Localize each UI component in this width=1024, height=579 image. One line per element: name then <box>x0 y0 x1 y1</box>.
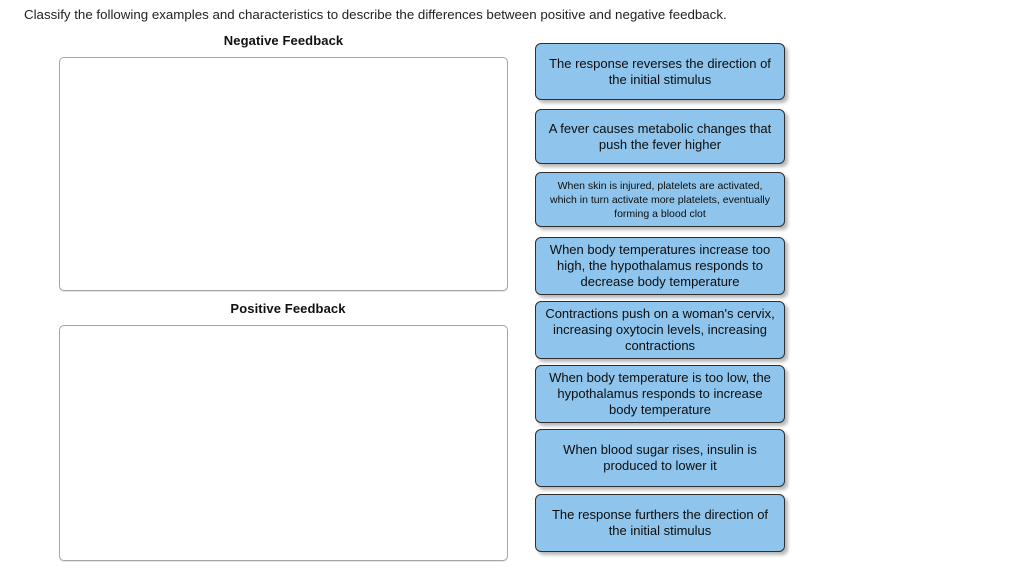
tile-label: When skin is injured, platelets are acti… <box>549 179 771 220</box>
draggable-tile[interactable]: When skin is injured, platelets are acti… <box>535 172 785 227</box>
dropzone-positive-feedback[interactable] <box>59 325 508 561</box>
tile-label: The response furthers the direction of t… <box>551 507 769 538</box>
draggable-tile[interactable]: When body temperature is too low, the hy… <box>535 365 785 423</box>
tile-label: The response reverses the direction of t… <box>549 55 771 87</box>
tile-label: When blood sugar rises, insulin is produ… <box>563 442 757 473</box>
dropzone-negative-feedback[interactable] <box>59 57 508 291</box>
draggable-tile[interactable]: A fever causes metabolic changes that pu… <box>535 109 785 164</box>
category-negative-feedback: Negative Feedback <box>59 33 508 291</box>
tile-label: Contractions push on a woman's cervix, i… <box>545 306 775 353</box>
draggable-tile[interactable]: Contractions push on a woman's cervix, i… <box>535 301 785 359</box>
tile-label: When body temperature is too low, the hy… <box>549 370 771 417</box>
category-title-negative: Negative Feedback <box>223 33 344 48</box>
category-title-positive: Positive Feedback <box>230 301 346 316</box>
draggable-tile[interactable]: When blood sugar rises, insulin is produ… <box>535 429 785 487</box>
category-positive-feedback: Positive Feedback <box>59 301 517 561</box>
draggable-tile[interactable]: The response furthers the direction of t… <box>535 494 785 552</box>
tile-label: When body temperatures increase too high… <box>549 242 771 289</box>
tile-label: A fever causes metabolic changes that pu… <box>548 120 772 152</box>
draggable-tile[interactable]: The response reverses the direction of t… <box>535 43 785 100</box>
question-prompt: Classify the following examples and char… <box>24 7 727 22</box>
draggable-tile[interactable]: When body temperatures increase too high… <box>535 237 785 295</box>
